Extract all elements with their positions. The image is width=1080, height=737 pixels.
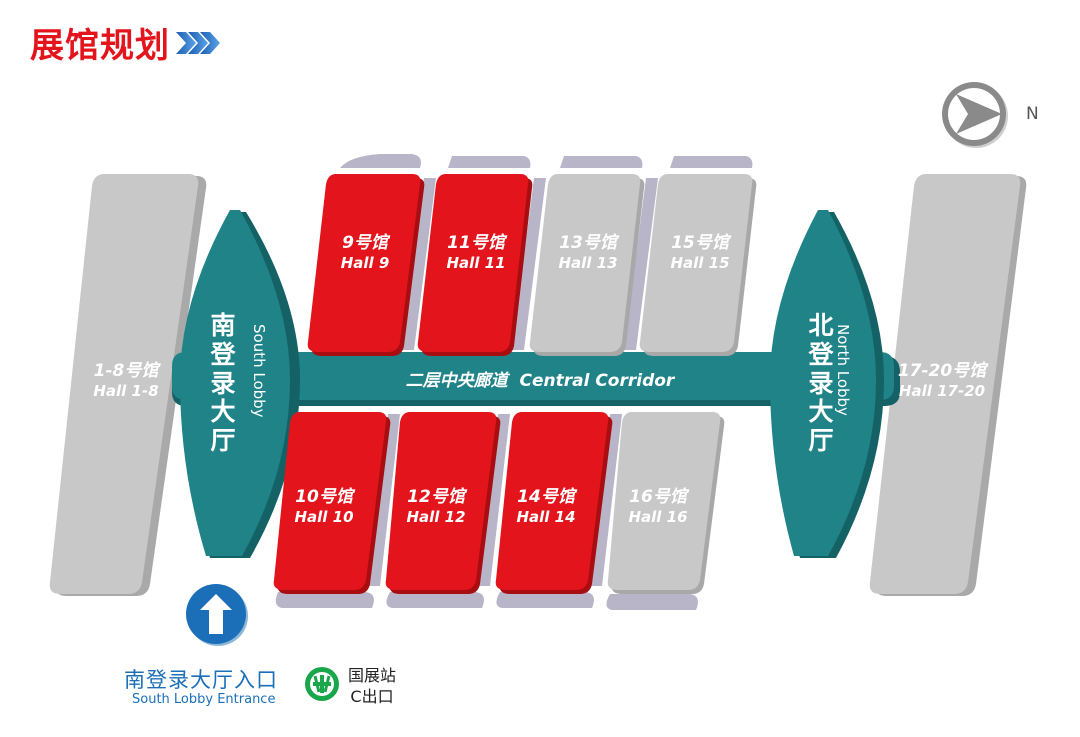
hall-label-en: Hall 11: [446, 254, 506, 273]
hall-label-en: Hall 10: [294, 508, 354, 527]
lower-separators: [368, 414, 622, 586]
chevrons-right-icon: [176, 31, 220, 54]
hall-label-cn: 9号馆: [342, 233, 388, 253]
upper-hall-caps: [340, 154, 753, 168]
hall-label-en: Hall 17-20: [898, 382, 986, 401]
hall-16-block[interactable]: [607, 412, 721, 590]
south-lobby-shape: [180, 210, 300, 558]
hall-13-block[interactable]: [529, 174, 641, 352]
page-title: 展馆规划: [30, 26, 170, 66]
hall-blocks: [273, 174, 757, 594]
hall-label-1-8: 1-8号馆 Hall 1-8: [62, 360, 190, 402]
north-lobby-cn-text: 北登录大厅: [808, 311, 834, 455]
metro-station: 国展站: [348, 666, 397, 685]
entrance-label-cn: 南登录大厅入口: [124, 668, 278, 692]
south-lobby-label-cn: 南登录大厅: [208, 311, 238, 456]
hall-14-block[interactable]: [495, 412, 609, 590]
hall-label-cn: 12号馆: [407, 487, 465, 507]
entrance-label-en: South Lobby Entrance: [132, 692, 276, 707]
hall-label-17-20: 17-20号馆 Hall 17-20: [882, 360, 1002, 402]
hall-label-cn: 1-8号馆: [93, 361, 159, 381]
hall-label-cn: 11号馆: [447, 233, 505, 253]
up-arrow-icon: [186, 584, 248, 646]
lower-hall-caps: [275, 592, 698, 610]
hall-label-9: 9号馆 Hall 9: [320, 232, 410, 274]
corridor-label: 二层中央廊道 Central Corridor: [330, 366, 750, 391]
hall-10-block[interactable]: [273, 412, 387, 590]
hall-label-en: Hall 15: [670, 254, 730, 273]
hall-label-en: Hall 14: [516, 508, 576, 527]
north-lobby-label-en: North Lobby: [834, 324, 852, 416]
upper-separators: [402, 178, 658, 350]
hall-label-14: 14号馆 Hall 14: [498, 486, 594, 528]
hall-label-cn: 10号馆: [295, 487, 353, 507]
hall-label-cn: 17-20号馆: [897, 361, 987, 381]
hall-label-en: Hall 9: [340, 254, 390, 273]
hall-label-en: Hall 16: [628, 508, 688, 527]
corridor-label-cn: 二层中央廊道: [405, 371, 508, 391]
compass-arrow-icon: [942, 82, 1008, 148]
metro-exit-label: 国展站 C出口: [348, 666, 396, 708]
hall-11-block[interactable]: [417, 174, 529, 352]
hall-label-cn: 15号馆: [671, 233, 729, 253]
hall-label-11: 11号馆 Hall 11: [428, 232, 524, 274]
hall-15-block[interactable]: [639, 174, 753, 352]
hall-label-12: 12号馆 Hall 12: [388, 486, 484, 528]
north-lobby-label-cn: 北登录大厅: [806, 311, 836, 456]
hall-label-10: 10号馆 Hall 10: [276, 486, 372, 528]
hall-label-cn: 14号馆: [517, 487, 575, 507]
north-lobby-shape: [770, 210, 884, 558]
north-label: N: [1026, 104, 1039, 124]
page-title-group: 展馆规划: [30, 18, 222, 67]
hall-label-cn: 16号馆: [629, 487, 687, 507]
hall-label-cn: 13号馆: [559, 233, 617, 253]
hall-9-block[interactable]: [307, 174, 421, 352]
hall-1-8-block: [49, 174, 207, 596]
shenzhen-metro-icon: [305, 667, 339, 701]
central-corridor: [172, 352, 900, 406]
south-lobby-label-en: South Lobby: [250, 324, 268, 418]
hall-label-en: Hall 13: [558, 254, 618, 273]
hall-label-13: 13号馆 Hall 13: [540, 232, 636, 274]
hall-label-en: Hall 1-8: [93, 382, 159, 401]
metro-exit: C出口: [350, 686, 394, 706]
hall-label-16: 16号馆 Hall 16: [610, 486, 706, 528]
south-lobby-cn-text: 南登录大厅: [210, 311, 236, 455]
hall-12-block[interactable]: [385, 412, 497, 590]
hall-label-15: 15号馆 Hall 15: [652, 232, 748, 274]
hall-label-en: Hall 12: [406, 508, 466, 527]
corridor-label-en: Central Corridor: [519, 371, 675, 391]
hall-17-20-block: [869, 174, 1027, 596]
